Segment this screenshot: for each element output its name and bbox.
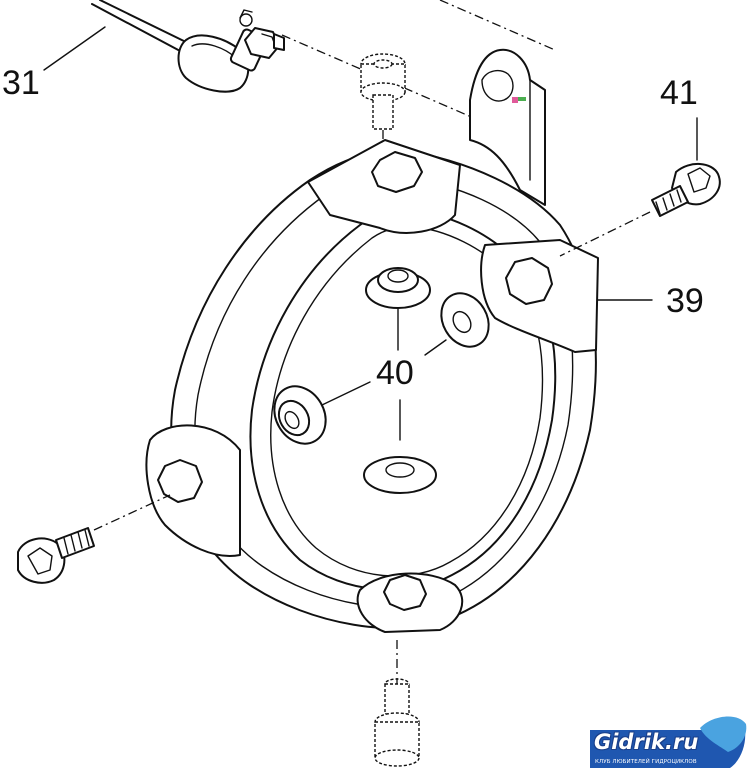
part-41-screw-left: [17, 494, 171, 584]
grommet-right: [440, 292, 490, 348]
watermark-brand: Gidrik.ru: [594, 730, 699, 754]
center-line: [439, 0, 556, 51]
grommet-bottom: [363, 456, 437, 494]
callout-40: 40: [376, 354, 414, 392]
callout-41: 41: [660, 74, 698, 112]
callout-39: 39: [666, 282, 704, 320]
part-40-grommets: [273, 267, 490, 494]
callout-31: 31: [2, 64, 40, 102]
ghost-screw-bottom: [374, 640, 420, 767]
gidrik-logo-graphic: [590, 716, 747, 768]
gidrik-watermark: Gidrik.ru КЛУБ ЛЮБИТЕЛЕЙ ГИДРОЦИКЛОВ: [586, 724, 744, 776]
color-artifact: [518, 97, 526, 101]
part-39-mount-ring: [145, 48, 599, 633]
color-artifact: [512, 97, 518, 103]
grommet-left: [273, 385, 327, 445]
part-41-screw-right: [559, 117, 721, 257]
grommet-top: [365, 267, 431, 309]
watermark-tagline: КЛУБ ЛЮБИТЕЛЕЙ ГИДРОЦИКЛОВ: [592, 758, 718, 766]
ghost-screw-top: [360, 53, 406, 200]
part-31-cable-assembly: [43, 0, 285, 93]
